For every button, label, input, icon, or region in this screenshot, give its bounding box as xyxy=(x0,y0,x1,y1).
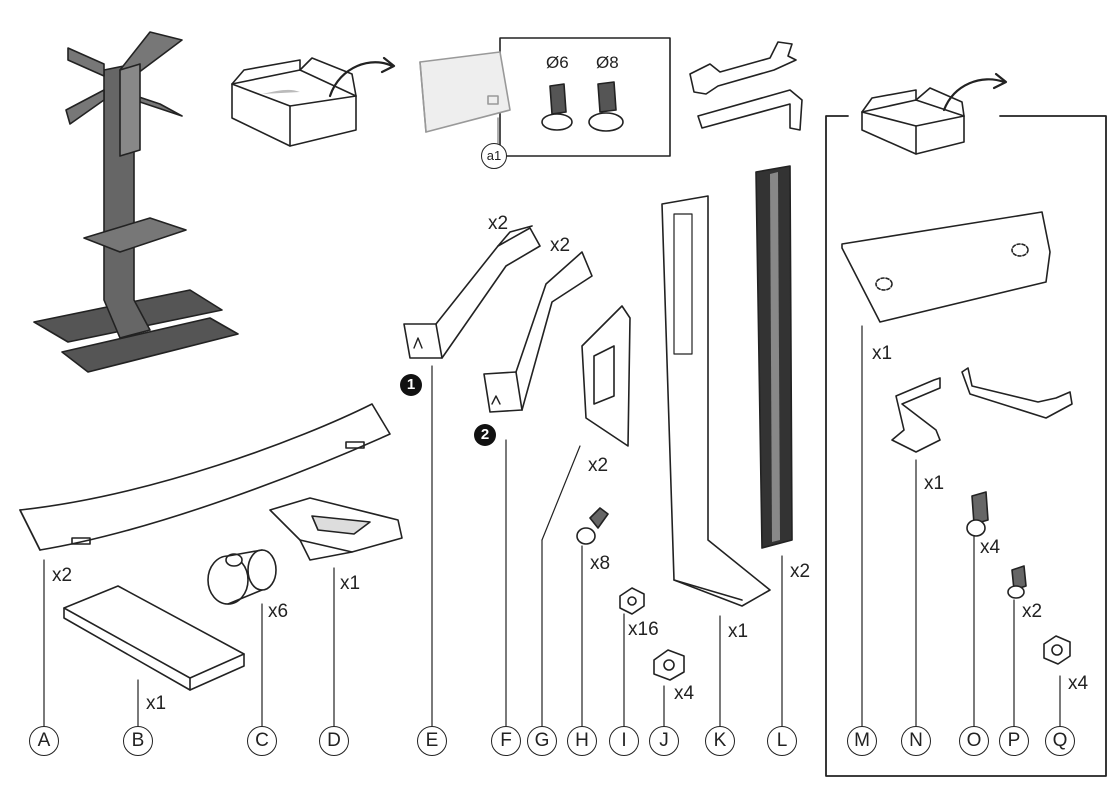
part-label-n: N xyxy=(901,726,931,756)
part-label-e: E xyxy=(417,726,447,756)
part-label-a: A xyxy=(29,726,59,756)
part-a-base xyxy=(19,403,391,551)
part-h-screw xyxy=(576,507,609,545)
part-b-board xyxy=(63,585,245,691)
part-label-f: F xyxy=(491,726,521,756)
part-k-column xyxy=(661,195,771,607)
part-label-k: K xyxy=(705,726,735,756)
inset-label-a1: a1 xyxy=(481,143,507,169)
part-n-bracket xyxy=(891,367,1073,453)
qty-c: x6 xyxy=(268,601,289,622)
part-label-p: P xyxy=(999,726,1029,756)
part-j-nut xyxy=(653,649,685,681)
step-1-marker: 1 xyxy=(400,374,422,396)
qty-f: x2 xyxy=(550,235,571,256)
qty-q: x4 xyxy=(1068,673,1089,694)
qty-n: x1 xyxy=(924,473,945,494)
qty-o: x4 xyxy=(980,537,1001,558)
part-d-foot xyxy=(269,497,403,561)
part-c-caster xyxy=(207,549,277,605)
part-o-screw xyxy=(966,491,989,537)
assembled-stand-illustration xyxy=(33,31,239,373)
qty-j: x4 xyxy=(674,683,695,704)
part-e-arm xyxy=(403,225,541,359)
screw-diameter-large: Ø8 xyxy=(596,53,619,72)
part-l-cover xyxy=(755,165,793,549)
part-label-g: G xyxy=(527,726,557,756)
leader-lines xyxy=(43,325,1061,727)
part-i-nut xyxy=(619,587,645,615)
part-label-m: M xyxy=(847,726,877,756)
qty-p: x2 xyxy=(1022,601,1043,622)
part-p-screw xyxy=(1007,565,1027,599)
part-label-o: O xyxy=(959,726,989,756)
qty-k: x1 xyxy=(728,621,749,642)
accessory-kit-border xyxy=(825,115,1107,777)
screw-diameter-small: Ø6 xyxy=(546,53,569,72)
qty-i: x16 xyxy=(628,619,659,640)
qty-d: x1 xyxy=(340,573,361,594)
part-label-i: I xyxy=(609,726,639,756)
qty-l: x2 xyxy=(790,561,811,582)
qty-h: x8 xyxy=(590,553,611,574)
part-label-d: D xyxy=(319,726,349,756)
qty-g: x2 xyxy=(588,455,609,476)
part-label-h: H xyxy=(567,726,597,756)
qty-b: x1 xyxy=(146,693,167,714)
part-g-plate xyxy=(581,305,631,447)
part-label-q: Q xyxy=(1045,726,1075,756)
open-box-icon xyxy=(231,56,396,147)
part-m-shelf xyxy=(841,211,1051,323)
part-q-nut xyxy=(1043,635,1071,665)
step-2-marker: 2 xyxy=(474,424,496,446)
wrench-and-allen-key-icon xyxy=(689,41,803,131)
open-box-icon-2 xyxy=(861,72,1008,155)
part-label-j: J xyxy=(649,726,679,756)
part-label-c: C xyxy=(247,726,277,756)
qty-e: x2 xyxy=(488,213,509,234)
part-f-arm xyxy=(483,251,593,413)
qty-a: x2 xyxy=(52,565,73,586)
qty-m: x1 xyxy=(872,343,893,364)
part-label-b: B xyxy=(123,726,153,756)
part-label-l: L xyxy=(767,726,797,756)
screws-inset xyxy=(419,37,671,157)
